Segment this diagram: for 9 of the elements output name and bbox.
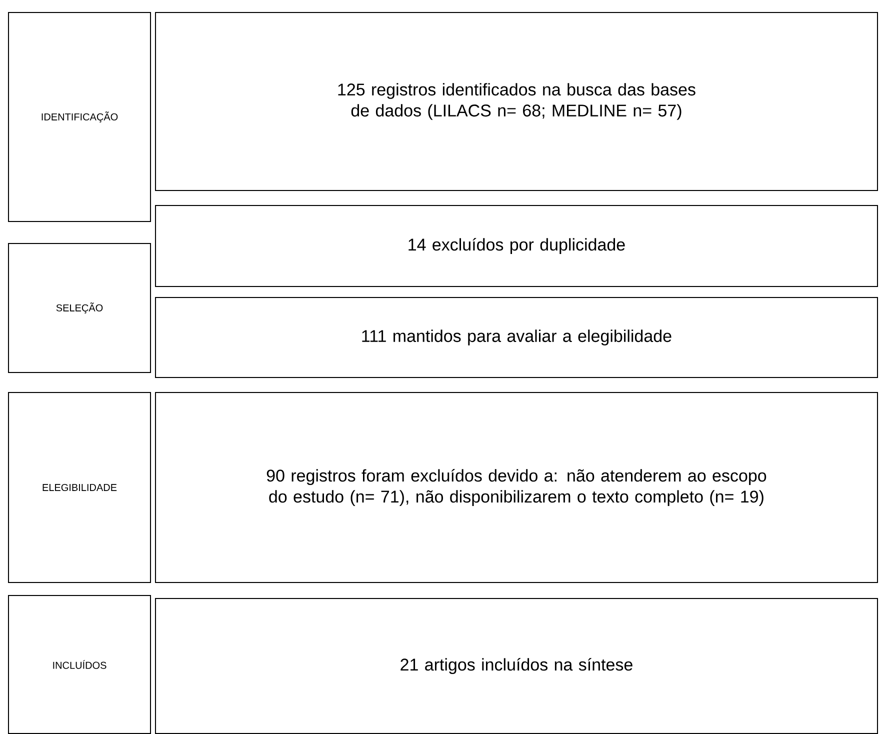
- stage-box: SELEÇÃO: [8, 243, 151, 373]
- process-box: 111 mantidos para avaliar a elegibilidade: [155, 297, 878, 378]
- stage-box: ELEGIBILIDADE: [8, 392, 151, 583]
- process-box: 21 artigos incluídos na síntese: [155, 598, 878, 734]
- process-box: 125 registros identificados na busca das bases de dados (LILACS n= 68; MEDLINE n= 57): [155, 12, 878, 191]
- process-box: 14 excluídos por duplicidade: [155, 205, 878, 287]
- stage-box: INCLUÍDOS: [8, 595, 151, 734]
- stage-box: IDENTIFICAÇÃO: [8, 12, 151, 222]
- process-box: 90 registros foram excluídos devido a: não atenderem ao escopo do estudo (n= 71), não disponibilizarem o texto completo (n= 19): [155, 392, 878, 583]
